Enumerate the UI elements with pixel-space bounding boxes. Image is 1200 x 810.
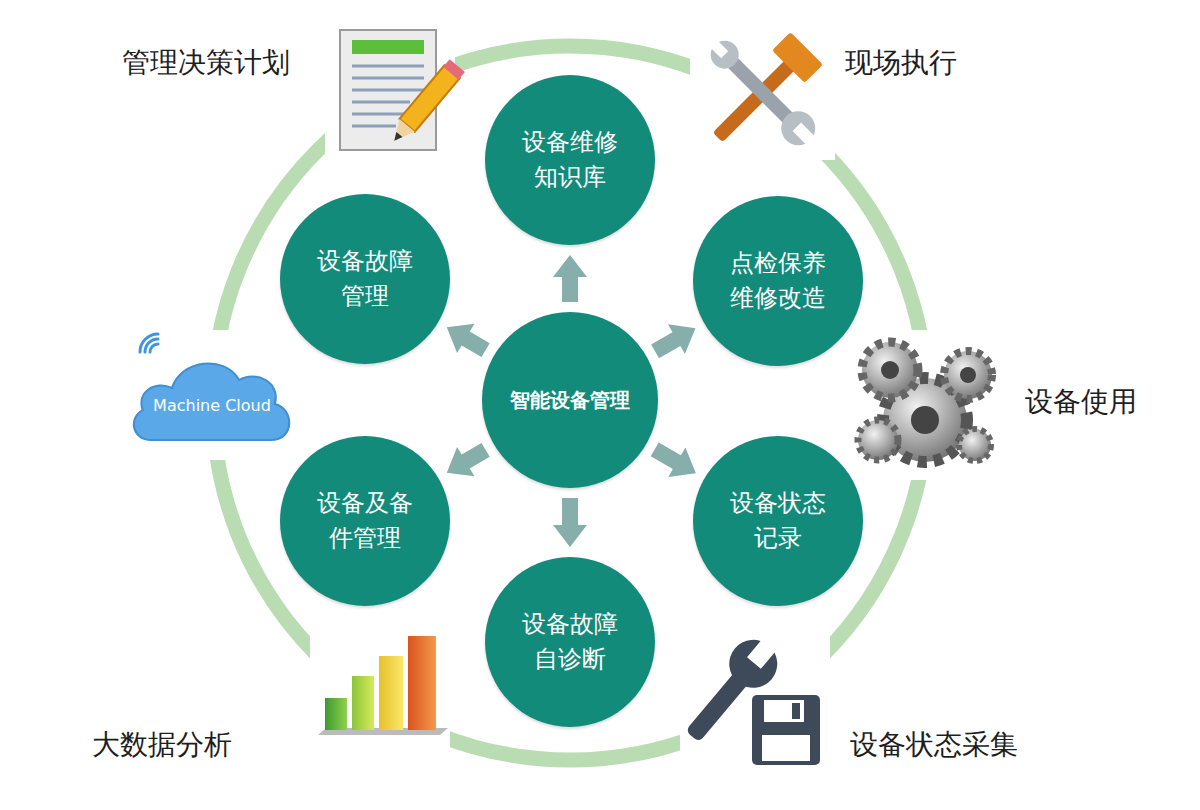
block-arrow [553,255,587,302]
cloud-shape: Machine Cloud [128,348,296,448]
outer-label: 管理决策计划 [122,44,290,82]
node-text: 设备故障自诊断 [521,607,619,677]
node-text: 设备维修知识库 [521,125,619,195]
node-text: Machine Cloud [153,396,271,415]
block-arrow [447,443,490,476]
module-circle: 点检保养维修改造 [693,196,863,366]
module-circle: 设备故障自诊断 [485,557,655,727]
outer-label: 设备状态采集 [850,726,1018,764]
node-text: 设备及备件管理 [316,486,414,556]
outer-label: 设备使用 [1025,383,1137,421]
node-text: 设备故障管理 [316,244,414,314]
node-text: 点检保养维修改造 [729,246,827,316]
module-circle: 设备及备件管理 [280,436,450,606]
node-text: 设备状态记录 [729,486,827,556]
hub-circle: 智能设备管理 [482,312,658,488]
block-arrow [651,324,695,358]
module-circle: 设备故障管理 [280,194,450,364]
module-circle: 设备状态记录 [693,436,863,606]
block-arrow [651,442,696,477]
block-arrow [553,498,587,547]
outer-label: 现场执行 [845,44,957,82]
block-arrow [447,324,490,357]
node-text: 智能设备管理 [510,386,630,415]
module-circle: 设备维修知识库 [485,75,655,245]
outer-label: 大数据分析 [92,726,232,764]
